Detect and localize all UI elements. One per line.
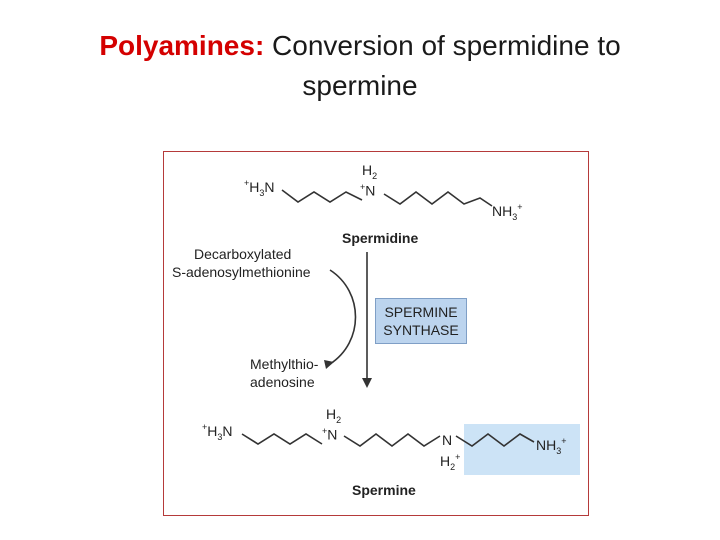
spermidine-h2-label: H2 [362,162,378,181]
reaction-arrow-head [362,378,372,388]
title-line-2: spermine [302,70,418,101]
spermidine-h3n-group: +H3N [244,178,275,198]
byproduct-label-2: adenosine [250,374,315,390]
spermidine-nh3-group: NH3+ [492,202,523,222]
reaction-lines [241,189,535,447]
enzyme-label-1: SPERMINE [384,304,458,320]
spermidine-chain-left [281,189,363,203]
spermidine-label: Spermidine [342,230,419,246]
spermidine-chain-right [383,191,493,207]
spermine-n-group-1: +N [322,426,338,443]
title-rest: Conversion of spermidine to [264,30,621,61]
cosubstrate-curve-head [324,360,334,369]
title-line-1: Polyamines: Conversion of spermidine to [0,26,720,66]
spermine-chain-3 [455,433,535,447]
spermine-nh3-group: NH3+ [536,436,567,456]
reaction-diagram: +H3N H2 +N NH3+ Spermidine Decarboxylate… [163,151,589,516]
spermine-h2-group-2: H2+ [440,452,461,472]
spermidine-n-group: +N [360,182,376,199]
spermine-chain-1 [241,433,323,445]
enzyme-box: SPERMINE SYNTHASE [375,298,467,344]
added-aminopropyl-highlight [464,424,580,475]
page-title: Polyamines: Conversion of spermidine to … [0,26,720,106]
spermine-h2-label: H2 [326,406,342,425]
title-keyword: Polyamines: [99,30,265,61]
spermine-label: Spermine [352,482,416,498]
cosubstrate-curve [329,269,357,365]
donor-label-2: S-adenosylmethionine [172,264,311,280]
donor-label-1: Decarboxylated [194,246,292,262]
enzyme-label-2: SYNTHASE [383,322,459,338]
spermine-n-group-2: N [442,432,453,448]
byproduct-label-1: Methylthio- [250,356,319,372]
spermine-chain-2 [343,433,441,447]
spermine-h3n-group: +H3N [202,422,233,442]
